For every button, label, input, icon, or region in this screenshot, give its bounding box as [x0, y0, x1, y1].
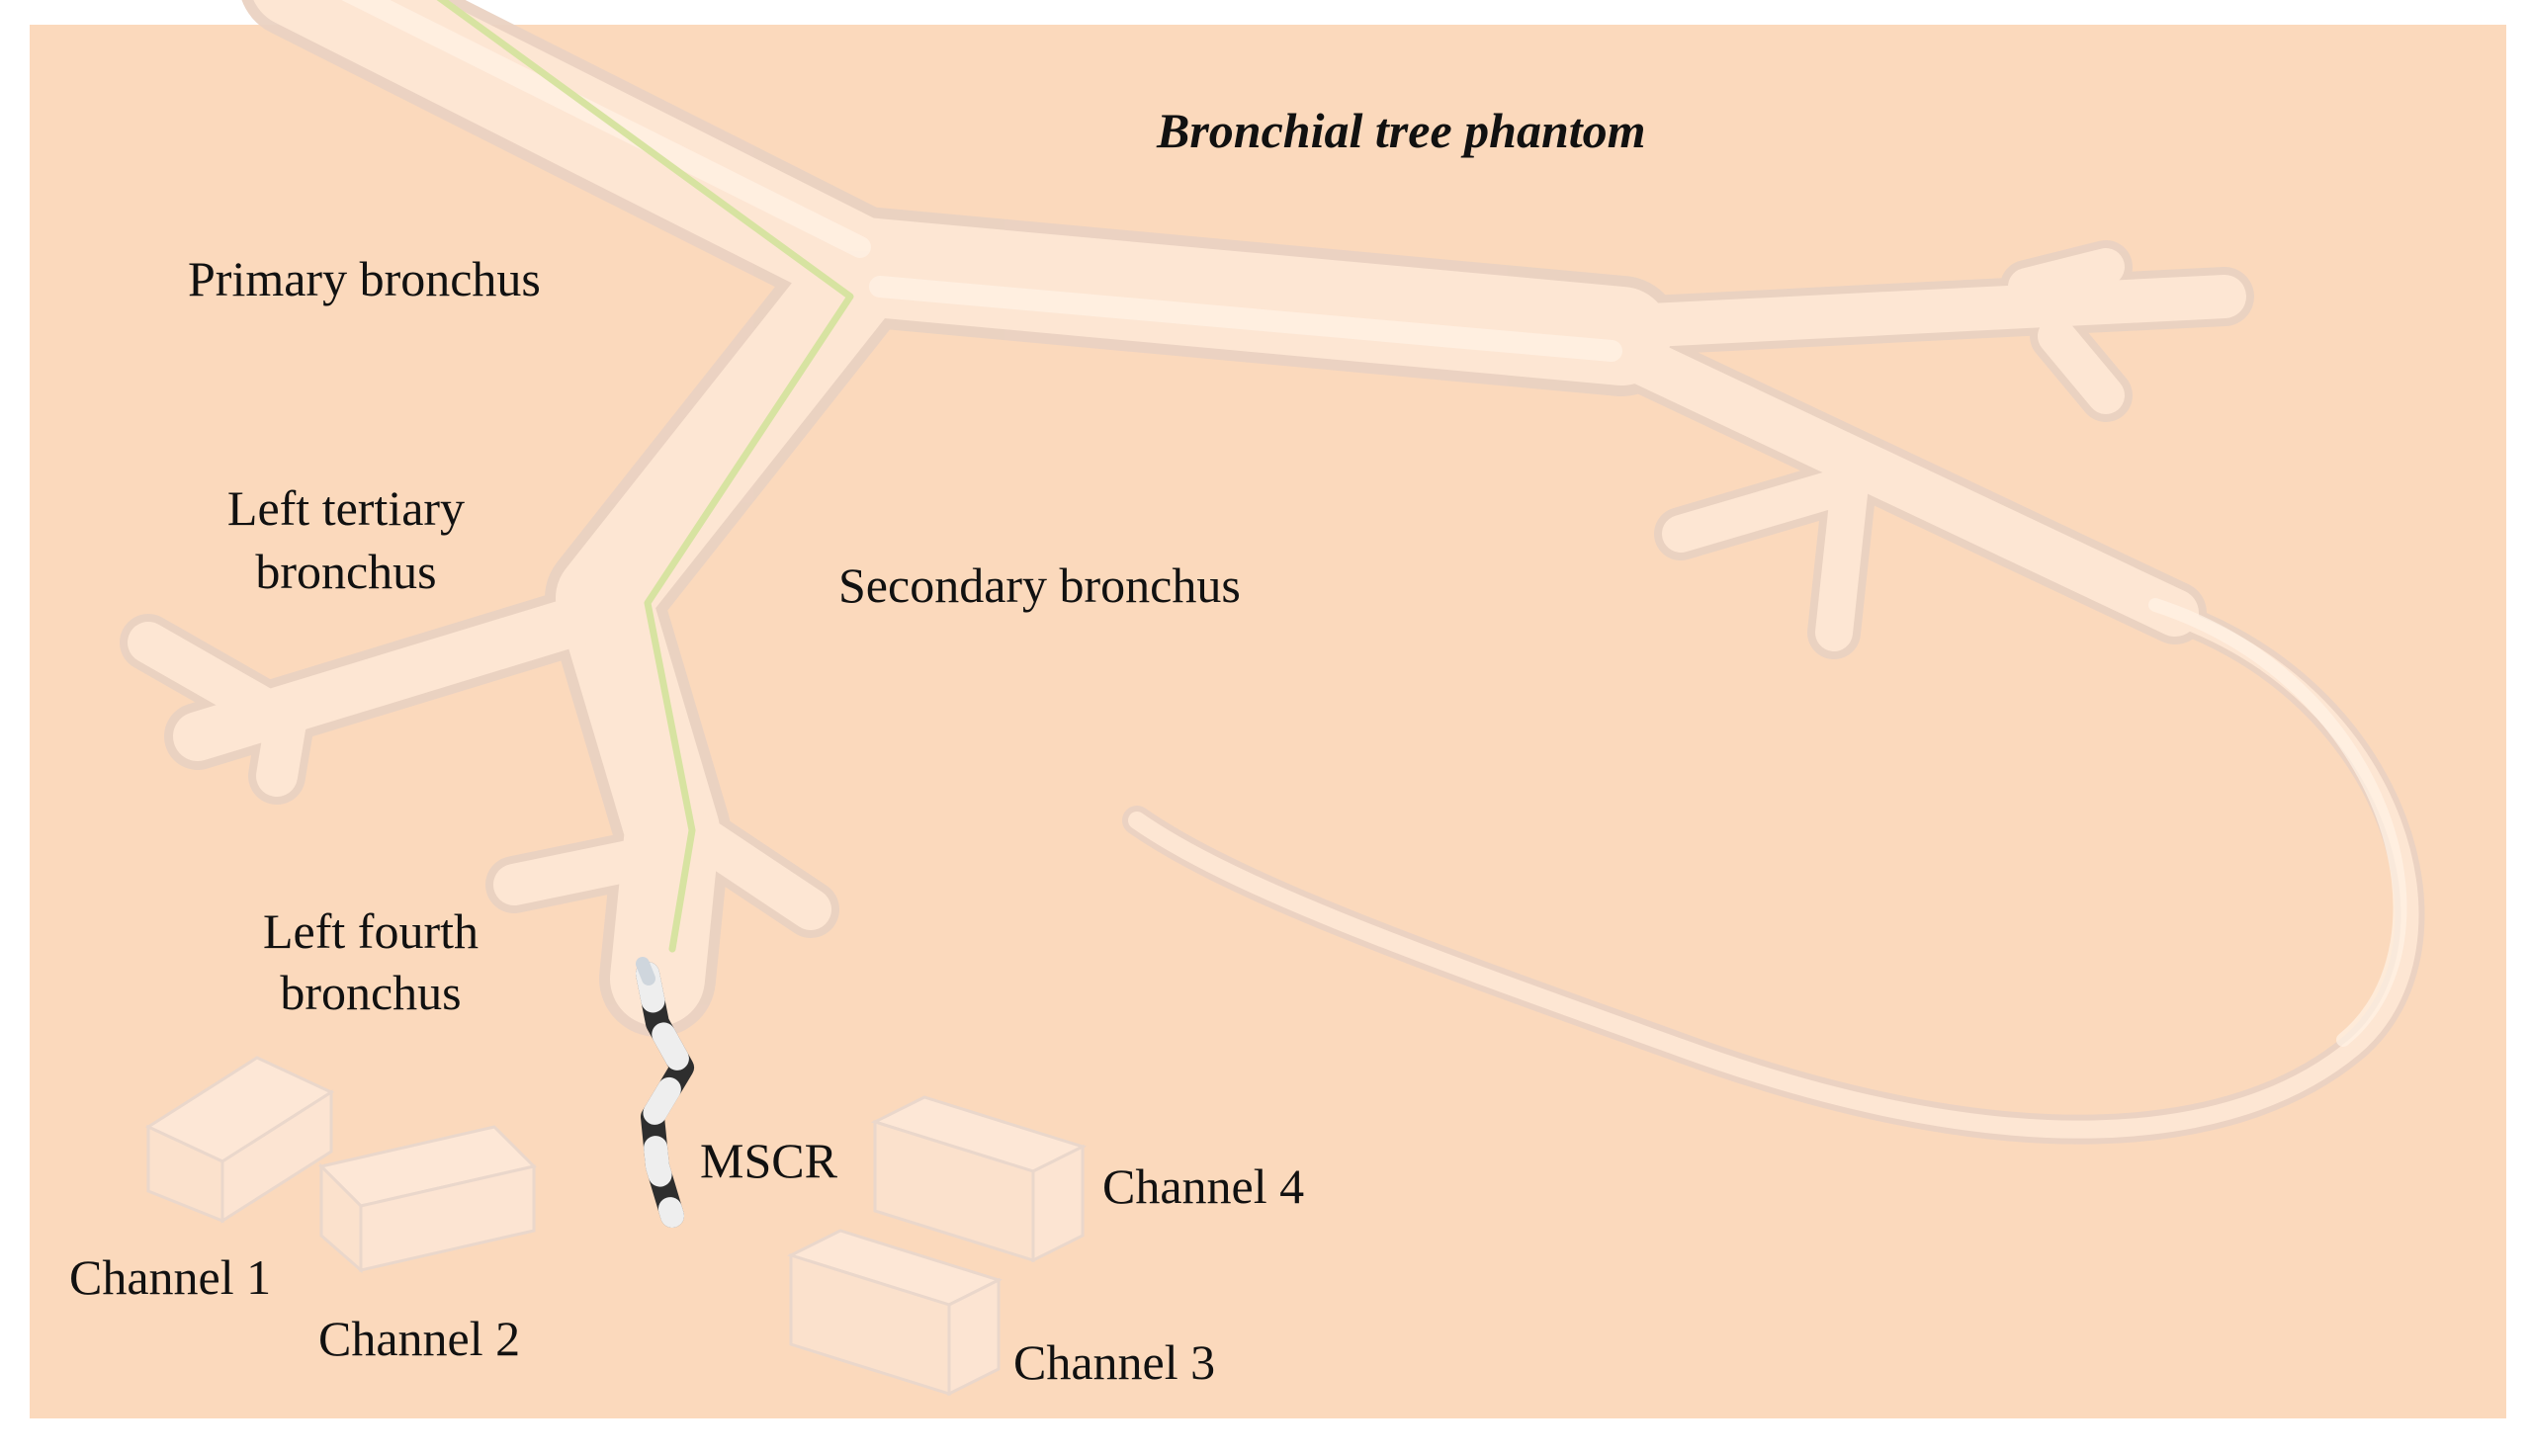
left-tertiary-label-line2: bronchus — [255, 544, 437, 599]
channel-boxes — [144, 1056, 1087, 1397]
channel-4-label: Channel 4 — [1102, 1158, 1305, 1214]
channel-2-box — [318, 1125, 537, 1274]
figure-title: Bronchial tree phantom — [1157, 103, 1646, 158]
bronchial-tree-phantom — [120, 0, 2425, 1145]
mscr-robot — [636, 957, 694, 1228]
left-fourth-label-line2: bronchus — [280, 965, 462, 1020]
primary-bronchus-label: Primary bronchus — [188, 251, 541, 306]
mscr-label: MSCR — [700, 1133, 837, 1188]
left-fourth-label-line1: Left fourth — [263, 903, 479, 959]
secondary-bronchus-label: Secondary bronchus — [838, 557, 1241, 613]
channel-3-label: Channel 3 — [1013, 1334, 1216, 1390]
channel-1-label: Channel 1 — [69, 1249, 272, 1305]
channel-4-box — [871, 1095, 1087, 1263]
left-tertiary-label-line1: Left tertiary — [226, 480, 466, 536]
channel-3-box — [787, 1229, 1003, 1397]
guide-path — [436, 0, 854, 953]
channel-1-box — [144, 1056, 335, 1224]
channel-2-label: Channel 2 — [318, 1311, 521, 1366]
